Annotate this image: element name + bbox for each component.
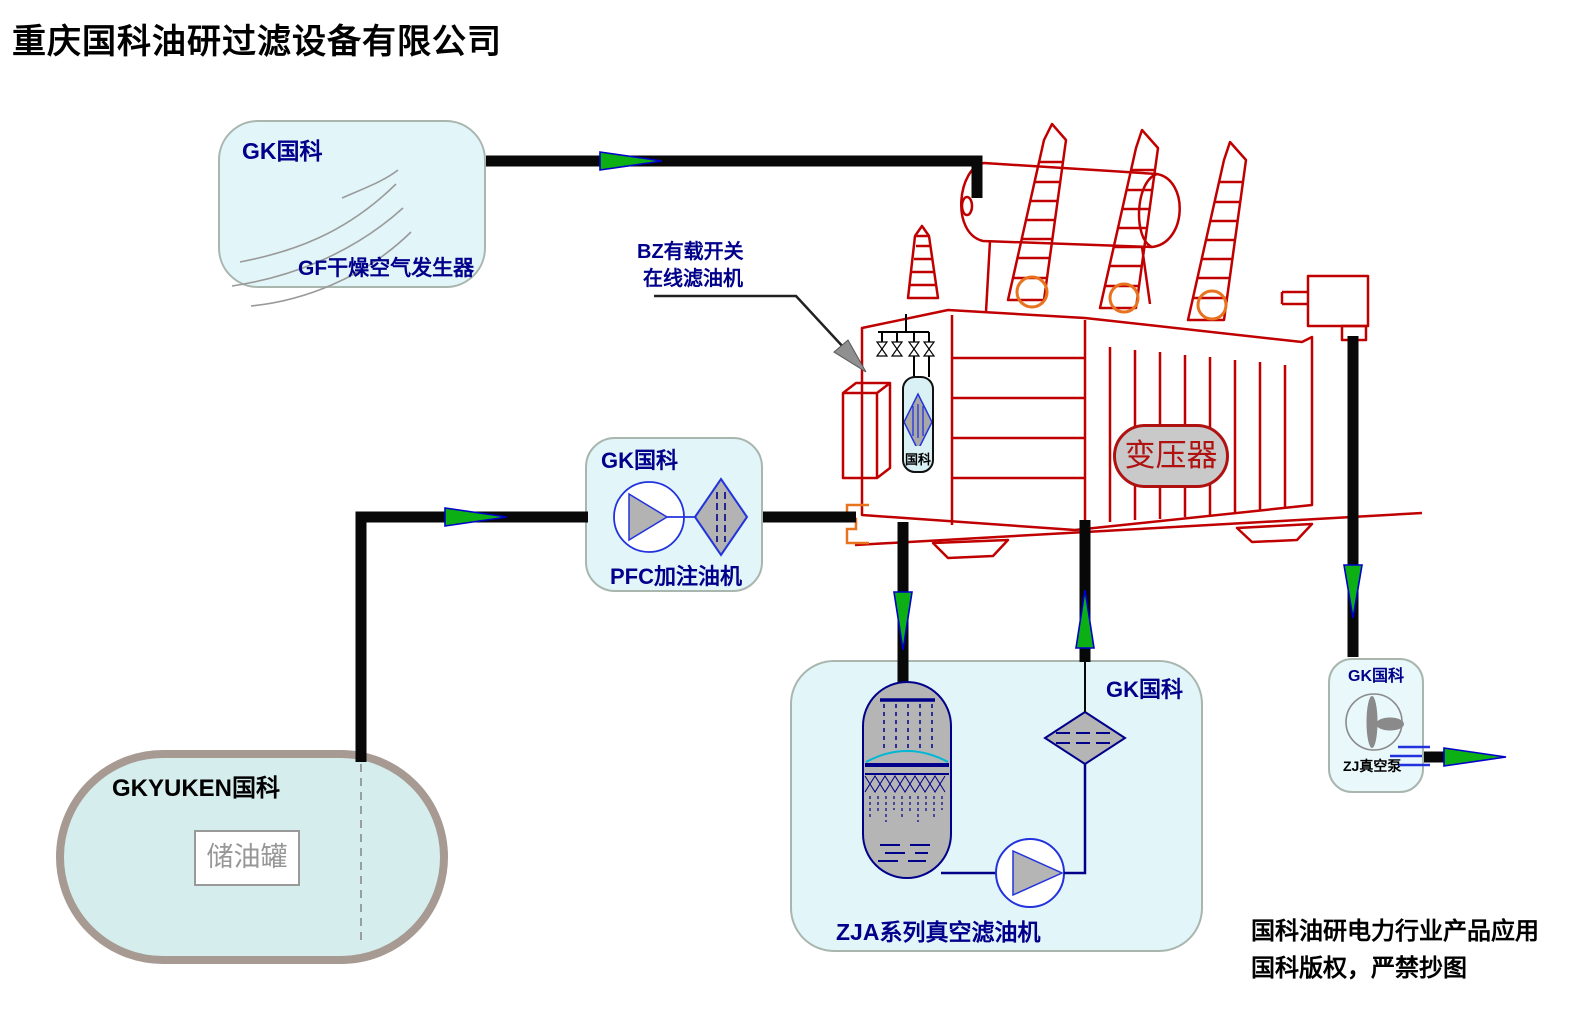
company-title: 重庆国科油研过滤设备有限公司 [12,23,502,61]
arrow-down-to-zja [893,591,913,651]
transformer-orange-details [845,275,1228,545]
zja-filter-icon [1043,710,1127,766]
arrow-right-tank-line [444,507,508,527]
flow-arrows [444,151,1507,767]
gf-brand-label: GK国科 [242,138,323,164]
bz-annotation-line1: BZ有载开关 [637,241,744,263]
air-waves-icon [231,169,412,307]
valve-manifold [875,314,936,377]
zja-vacuum-tank-icon [862,681,952,879]
pipe-tank-to-pfc [355,511,588,762]
zja-pump-to-filter-line [1064,764,1087,875]
oltc-online-filter-component: 国科 [902,376,934,473]
tank-name-plate: 储油罐 [194,830,300,886]
gf-dry-air-generator-box [218,120,486,288]
oltc-filter-diamond-icon [904,392,932,446]
footer-line1: 国科油研电力行业产品应用 [1251,918,1539,945]
arrow-right-gf-line [599,151,663,171]
zj-exhaust-dashes [1390,745,1430,767]
oltc-component-label: 国科 [904,452,931,467]
bz-annotation-line2: 在线滤油机 [643,268,743,290]
zj-brand-label: GK国科 [1348,668,1405,685]
zj-unit-label: ZJ真空泵 [1343,758,1402,774]
pfc-brand-label: GK国科 [601,448,679,473]
arrow-right-zj-exhaust [1443,747,1507,767]
pfc-filter-icon [693,477,749,557]
zja-unit-label: ZJA系列真空滤油机 [836,919,1041,945]
arrow-up-to-transformer [1075,589,1095,649]
gf-unit-label: GF干燥空气发生器 [298,257,475,280]
bz-annotation-leader [654,294,867,373]
zja-vacuum-oil-filter-box [790,660,1203,952]
footer-line2: 国科版权，严禁抄图 [1251,955,1467,982]
pfc-unit-label: PFC加注油机 [610,564,743,589]
zj-fan-icon [1345,693,1404,751]
pfc-pump-icon [613,481,695,553]
arrow-down-to-zj-pump [1343,564,1363,619]
zja-brand-label: GK国科 [1106,677,1184,702]
transformer-label-pill: 变压器 [1113,424,1229,488]
zja-pump-icon [995,838,1065,908]
tank-brand-label: GKYUKEN国科 [112,775,281,802]
pipe-gf-to-conservator [486,155,983,198]
